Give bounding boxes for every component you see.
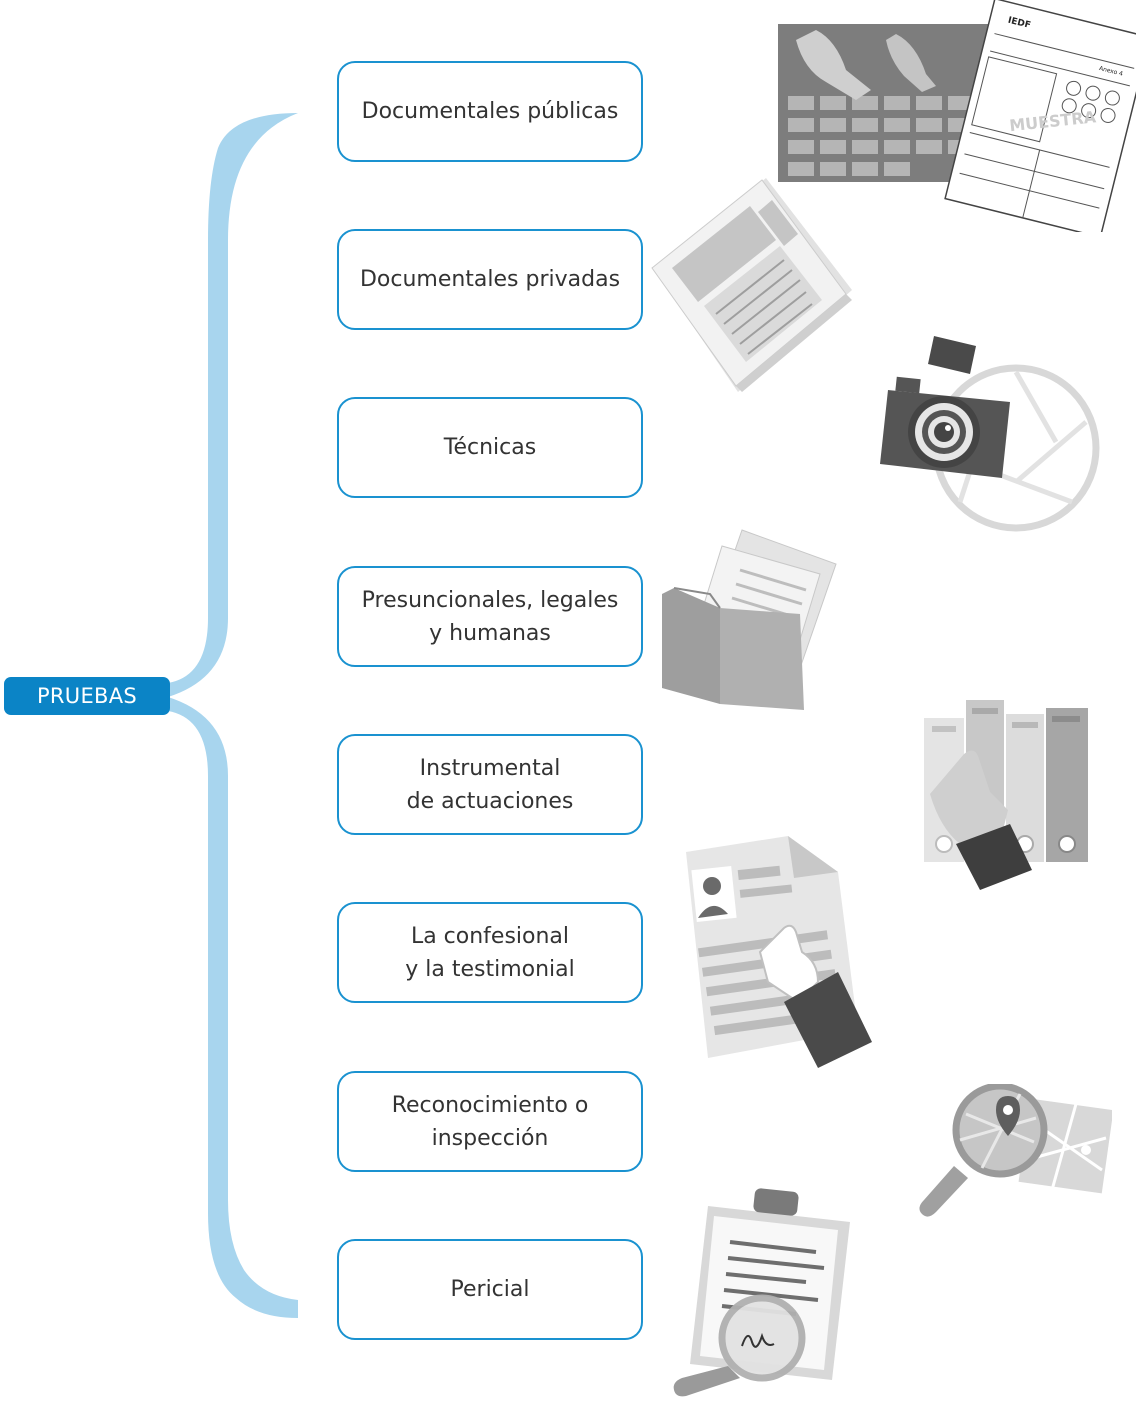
node-reconocimiento: Reconocimiento o inspección bbox=[337, 1071, 643, 1172]
node-label: Instrumental de actuaciones bbox=[406, 755, 574, 814]
voter-list-and-ballot-icon: IEDF Anexo 4 MUESTRA bbox=[778, 0, 1136, 232]
node-label: La confesional y la testimonial bbox=[405, 923, 575, 982]
node-tecnicas: Técnicas bbox=[337, 397, 643, 498]
map-magnifier-icon bbox=[919, 1084, 1112, 1217]
node-instrumental: Instrumental de actuaciones bbox=[337, 734, 643, 835]
node-presuncionales: Presuncionales, legales y humanas bbox=[337, 566, 643, 667]
node-label: Documentales privadas bbox=[359, 267, 621, 292]
newspaper-icon bbox=[651, 178, 852, 392]
node-label: Reconocimiento o inspección bbox=[391, 1092, 589, 1151]
node-label: Técnicas bbox=[443, 435, 537, 460]
clipboard-magnifier-icon bbox=[673, 1188, 850, 1397]
brace-path bbox=[168, 91, 298, 1318]
binders-icon bbox=[924, 700, 1088, 890]
node-documentales-publicas: Documentales públicas bbox=[337, 61, 643, 162]
root-label: PRUEBAS bbox=[4, 677, 170, 715]
camera-icon bbox=[880, 336, 1100, 532]
node-label: Pericial bbox=[450, 1277, 530, 1302]
node-documentales-privadas: Documentales privadas bbox=[337, 229, 643, 330]
node-label: Presuncionales, legales y humanas bbox=[361, 587, 619, 646]
node-confesional: La confesional y la testimonial bbox=[337, 902, 643, 1003]
node-label: Documentales públicas bbox=[361, 99, 619, 124]
folder-documents-icon bbox=[662, 529, 837, 710]
node-pericial: Pericial bbox=[337, 1239, 643, 1340]
resume-pointing-hand-icon bbox=[686, 836, 872, 1068]
